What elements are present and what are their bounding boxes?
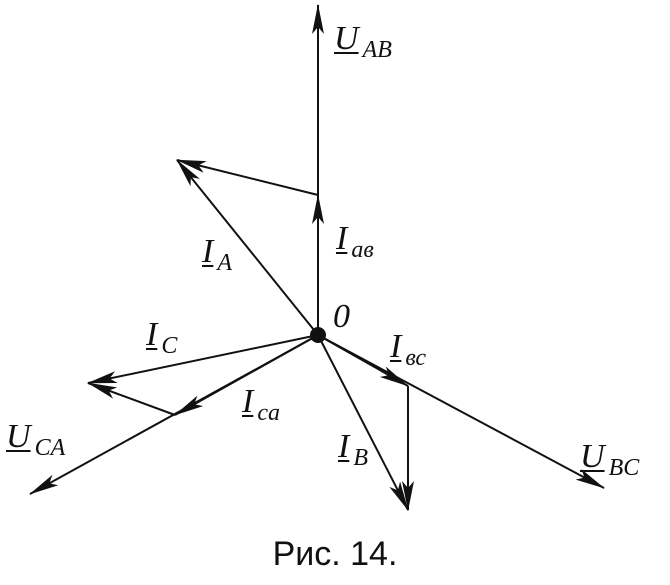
vector-I_bc	[317, 334, 409, 387]
vector-I_C	[87, 334, 319, 384]
label-sub: A	[217, 250, 232, 276]
figure-caption: Рис. 14.	[272, 535, 398, 573]
label-sub: вс	[405, 345, 427, 371]
vector-I_C-sum	[87, 382, 176, 416]
origin-label: 0	[333, 298, 350, 335]
vector-I_A-sum	[176, 159, 319, 196]
label-sub: CA	[34, 435, 66, 461]
label-main: I	[202, 233, 214, 270]
label-sub: ав	[351, 237, 374, 263]
label-main: I	[338, 428, 350, 465]
vector-I_A	[176, 159, 319, 336]
label-main: U	[334, 20, 359, 57]
label-sub: C	[161, 333, 178, 359]
label-sub: B	[353, 445, 368, 471]
vector-I_B	[317, 334, 409, 511]
label-sub: ca	[257, 400, 280, 426]
label-main: I	[242, 383, 254, 420]
vector-I_ca	[174, 334, 319, 416]
label-main: I	[336, 220, 348, 257]
label-sub: BC	[608, 455, 640, 481]
label-main: U	[6, 418, 31, 455]
label-main: I	[146, 316, 158, 353]
label-sub: AB	[362, 37, 392, 63]
origin-point	[310, 327, 326, 343]
label-main: U	[580, 438, 605, 475]
vector-U_BC	[317, 334, 605, 489]
label-main: I	[390, 328, 402, 365]
